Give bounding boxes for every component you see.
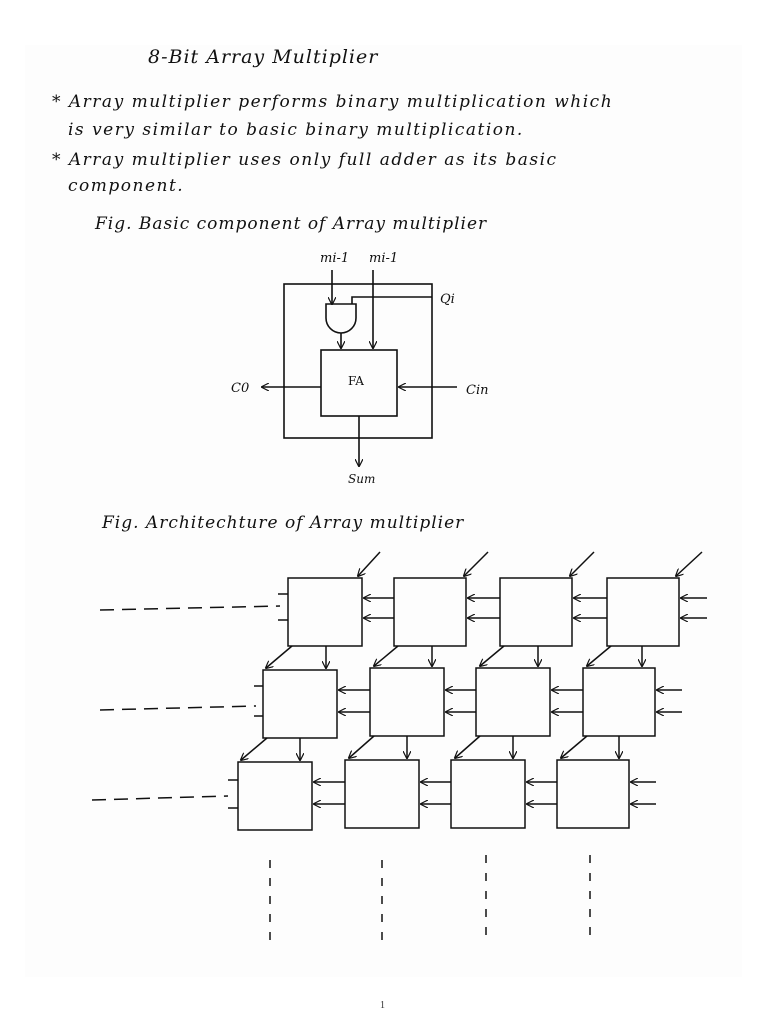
array-cell: [393, 577, 467, 647]
diagonal-connections-row-1-to-2: [266, 645, 612, 668]
left-dashed-inputs: [91, 605, 281, 801]
left-stub-lines: [228, 593, 288, 809]
architecture-diagram: [91, 551, 707, 940]
qi-input-line: [351, 296, 432, 304]
array-cell: [499, 577, 573, 647]
array-cell: [262, 669, 338, 739]
array-cell: [582, 667, 656, 737]
vertical-connections-row-1-to-2: [326, 646, 642, 668]
label-carry-out: C0: [231, 381, 249, 396]
array-cell: [369, 667, 445, 737]
text-line-2: is very similar to basic binary multipli…: [68, 120, 524, 140]
bottom-dashed-continuations: [269, 855, 591, 940]
horizontal-connections-row-3: [314, 782, 656, 804]
page-title: 8-Bit Array Multiplier: [148, 46, 379, 68]
basic-component-diagram: [262, 270, 457, 466]
figure-2-caption: Fig. Architechture of Array multiplier: [102, 513, 465, 533]
horizontal-connections-row-1: [364, 598, 707, 618]
cell-row-3: [237, 759, 630, 831]
label-mj: mi-1: [320, 251, 349, 266]
array-cell: [556, 759, 630, 829]
array-cell: [475, 667, 551, 737]
cell-row-1: [287, 577, 680, 647]
array-cell: [450, 759, 526, 829]
array-cell: [237, 761, 313, 831]
label-mi: mi-1: [369, 251, 398, 266]
figure-1-caption: Fig. Basic component of Array multiplier: [95, 214, 488, 234]
diagonal-connections-row-2-to-3: [241, 735, 588, 760]
basic-component-labels: mi-1 mi-1 Qi FA C0 Cin Sum: [231, 251, 488, 486]
page-number: 1: [380, 1000, 385, 1011]
text-line-3: * Array multiplier uses only full adder …: [52, 150, 558, 170]
text-line-1: * Array multiplier performs binary multi…: [52, 92, 614, 112]
array-cell: [606, 577, 680, 647]
label-sum: Sum: [348, 472, 375, 486]
array-cell: [344, 759, 420, 829]
diagonal-inputs-row-1: [358, 551, 703, 576]
cell-row-2: [262, 667, 656, 739]
horizontal-connections-row-2: [339, 690, 682, 712]
text-line-4: component.: [68, 176, 185, 196]
label-fa: FA: [348, 374, 364, 388]
document-page: [25, 45, 742, 977]
outer-cell-border: [283, 283, 433, 439]
array-cell: [287, 577, 363, 647]
vertical-connections-row-2-to-3: [300, 736, 619, 760]
label-qi: Qi: [440, 292, 455, 307]
label-carry-in: Cin: [466, 383, 488, 398]
and-gate: [325, 303, 357, 334]
